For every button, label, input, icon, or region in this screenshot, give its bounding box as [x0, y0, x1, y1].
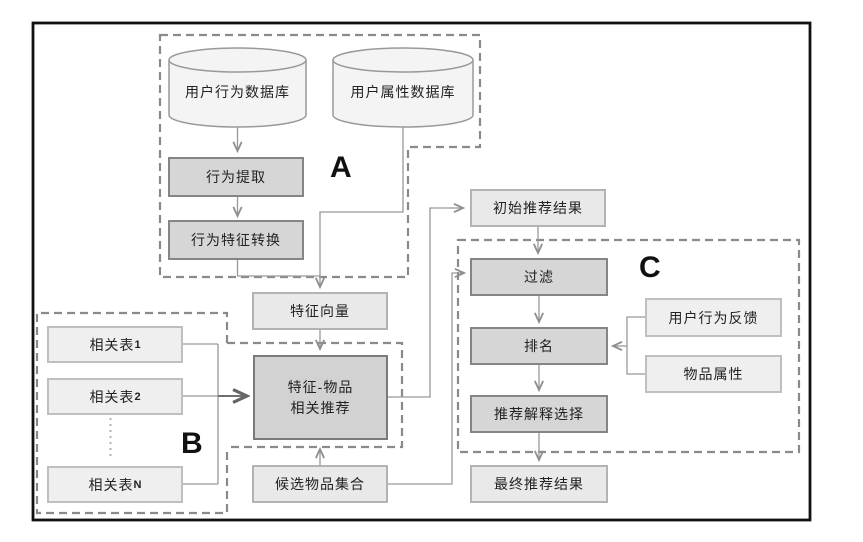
- line-related-tables-bus: [183, 343, 219, 485]
- user-behavior-db-cylinder: [168, 47, 307, 128]
- node-final-recommendation: 最终推荐结果: [470, 465, 608, 503]
- user-attribute-db-cylinder: [332, 47, 474, 128]
- arrow-attributedb-to-featurevector: [320, 127, 404, 287]
- section-c-dashed-outline: [456, 238, 801, 454]
- section-b-dashed-outline: [35, 311, 229, 515]
- node-item-attributes: 物品属性: [645, 355, 782, 393]
- related-table-n-suffix: N: [133, 478, 142, 491]
- node-behavior-feature-conversion: 行为特征转换: [168, 220, 304, 260]
- section-c-label: C: [639, 251, 661, 284]
- node-explanation-selection: 推荐解释选择: [470, 395, 608, 433]
- arrow-candidates-to-filter: [388, 273, 464, 485]
- related-table-1-suffix: 1: [134, 338, 141, 351]
- node-ranking: 排名: [470, 327, 608, 365]
- node-filter: 过滤: [470, 258, 608, 296]
- node-feature-vector: 特征向量: [252, 292, 388, 330]
- related-table-2-suffix: 2: [134, 390, 141, 403]
- feature-item-dashed-outline: [227, 341, 404, 449]
- node-user-behavior-db-label: 用户行为数据库: [185, 84, 290, 100]
- related-table-n-prefix: 相关表: [88, 476, 134, 493]
- node-feature-item-recommendation: 特征-物品 相关推荐: [253, 355, 388, 440]
- node-user-attribute-db-label: 用户属性数据库: [350, 84, 456, 100]
- feature-item-line2: 相关推荐: [290, 399, 351, 416]
- arrow-featureitem-to-initialresults: [388, 208, 463, 398]
- line-feedback-merge: [626, 316, 645, 375]
- related-table-1-prefix: 相关表: [89, 336, 135, 353]
- line-conversion-to-featurevector: [236, 260, 320, 277]
- related-table-2-prefix: 相关表: [89, 388, 135, 405]
- node-behavior-extraction: 行为提取: [168, 157, 304, 197]
- node-user-behavior-feedback: 用户行为反馈: [645, 298, 782, 337]
- feature-item-line1: 特征-物品: [287, 379, 354, 396]
- node-candidate-item-set: 候选物品集合: [252, 465, 388, 503]
- section-a-dashed-outline: [158, 33, 482, 279]
- image-border-frame: [31, 21, 812, 522]
- section-a-label: A: [330, 151, 352, 184]
- section-b-label: B: [181, 427, 203, 460]
- node-initial-recommendation: 初始推荐结果: [470, 189, 606, 227]
